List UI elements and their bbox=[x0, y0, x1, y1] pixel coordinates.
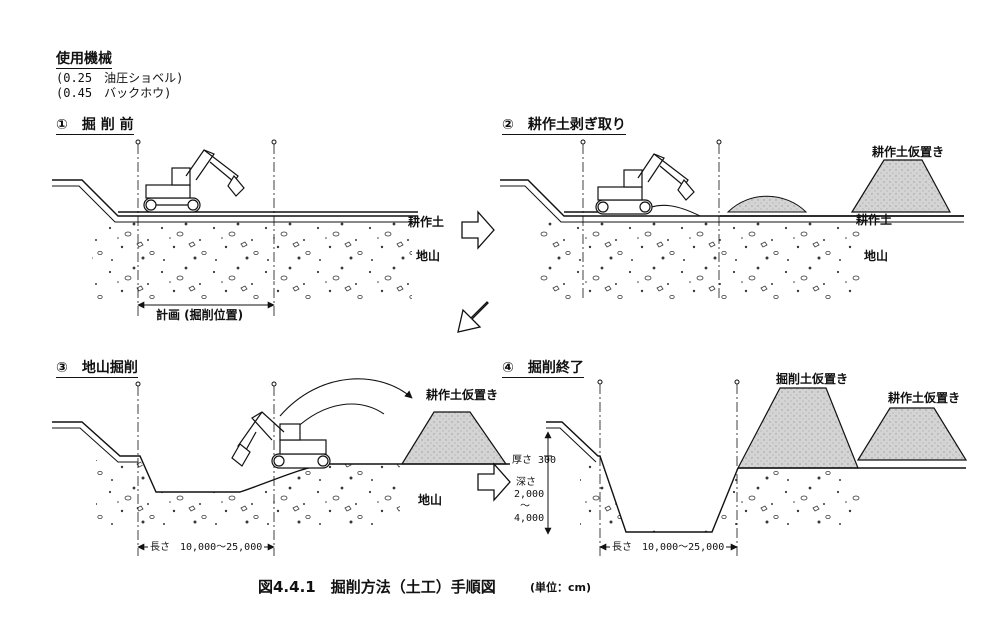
step-arrow-right-icon bbox=[477, 462, 511, 502]
panel-4-length-label: 長さ 10,000～25,000 bbox=[610, 542, 727, 553]
panel-1-title: ① 掘 削 前 bbox=[56, 117, 134, 135]
panel-2-topsoil-label: 耕作土 bbox=[856, 213, 893, 227]
panel-4-depth-max: 4,000 bbox=[514, 513, 545, 524]
panel-3-pile-label: 耕作土仮置き bbox=[426, 388, 499, 402]
panel-4-section bbox=[544, 379, 968, 556]
panel-4-depth-sep: ～ bbox=[520, 501, 530, 512]
panel-3-ground-label: 地山 bbox=[418, 493, 443, 507]
panel-4-thickness-label: 厚さ 300 bbox=[512, 455, 557, 466]
panel-4-depth-min: 2,000 bbox=[514, 489, 545, 500]
machinery-line-1: (0.25 油圧ショベル) bbox=[56, 71, 184, 85]
panel-3-section bbox=[52, 378, 510, 556]
machinery-title: 使用機械 bbox=[56, 51, 112, 69]
panel-1-topsoil-label: 耕作土 bbox=[408, 215, 445, 229]
panel-3-title: ③ 地山掘削 bbox=[56, 360, 138, 378]
excavator-icon bbox=[143, 149, 245, 213]
panel-1-plan-label: 計画 (掘削位置) bbox=[156, 308, 244, 322]
panel-4-title: ④ 掘削終了 bbox=[502, 360, 584, 378]
step-arrow-right-icon bbox=[461, 210, 495, 250]
excavator-icon bbox=[231, 411, 331, 469]
machinery-line-2: (0.45 バックホウ) bbox=[56, 86, 172, 100]
panel-4-cut-pile-label: 掘削土仮置き bbox=[776, 372, 849, 386]
panel-1-section bbox=[52, 139, 418, 318]
panel-4-depth-heading: 深さ bbox=[516, 477, 536, 488]
panel-2-title: ② 耕作土剥ぎ取り bbox=[502, 117, 626, 135]
step-arrow-down-left-icon bbox=[457, 301, 489, 333]
panel-1-ground-label: 地山 bbox=[416, 249, 441, 263]
panel-3-length-label: 長さ 10,000～25,000 bbox=[148, 542, 265, 553]
panel-2-section bbox=[500, 139, 964, 300]
panel-2-ground-label: 地山 bbox=[864, 249, 889, 263]
excavator-icon bbox=[595, 153, 695, 215]
figure-caption: 図4.4.1 掘削方法（土工）手順図 bbox=[258, 578, 496, 596]
panel-4-topsoil-pile-label: 耕作土仮置き bbox=[888, 391, 961, 405]
figure-unit-note: (単位：cm) bbox=[530, 581, 592, 594]
panel-2-pile-label: 耕作土仮置き bbox=[872, 145, 945, 159]
